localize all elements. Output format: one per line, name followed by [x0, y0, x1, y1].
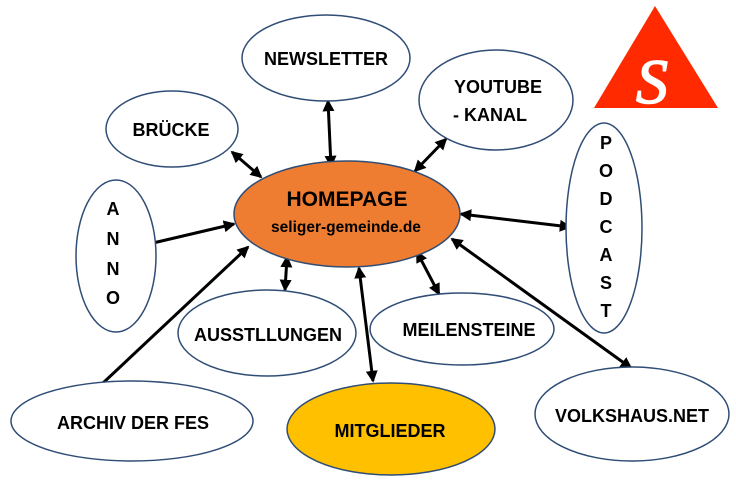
- node-ausstellungen: AUSSTLLUNGEN: [177, 289, 357, 377]
- node-ausstellungen-label: AUSSTLLUNGEN: [194, 325, 342, 345]
- connector-youtube: [413, 137, 448, 173]
- node-mitglieder: MITGLIEDER: [286, 382, 496, 476]
- hub-subtitle: seliger-gemeinde.de: [271, 219, 421, 236]
- connector-bruecke: [230, 150, 263, 179]
- connector-podcast: [459, 209, 572, 232]
- logo-letter: S: [636, 46, 668, 117]
- node-anno-letter: A: [107, 199, 120, 219]
- node-youtube: YOUTUBE - KANAL: [418, 49, 574, 151]
- node-newsletter: NEWSLETTER: [241, 14, 411, 102]
- hub-homepage: HOMEPAGE seliger-gemeinde.de: [233, 160, 461, 268]
- connector-anno: [152, 220, 236, 245]
- node-anno-letter: N: [107, 229, 120, 249]
- node-podcast: P O D C A S T: [565, 122, 643, 334]
- connectors: [101, 99, 633, 385]
- node-meilensteine-label: MEILENSTEINE: [402, 320, 535, 340]
- connector-ausstellungen: [279, 255, 293, 292]
- connector-archiv: [101, 245, 250, 385]
- node-podcast-letter: D: [600, 189, 613, 209]
- node-anno-letter: O: [106, 288, 120, 308]
- hub-title: HOMEPAGE: [287, 188, 408, 211]
- node-archiv: ARCHIV DER FES: [10, 380, 254, 462]
- node-bruecke: BRÜCKE: [105, 90, 239, 168]
- seliger-logo: S: [594, 6, 718, 118]
- node-podcast-letter: A: [600, 245, 613, 265]
- node-anno: A N N O: [75, 179, 157, 333]
- node-volkshaus-label: VOLKSHAUS.NET: [555, 406, 709, 426]
- node-podcast-letter: S: [600, 273, 612, 293]
- node-podcast-letter: T: [601, 301, 612, 321]
- connector-meilensteine: [415, 250, 441, 296]
- node-bruecke-label: BRÜCKE: [132, 120, 209, 140]
- connector-newsletter: [322, 99, 337, 168]
- node-podcast-letter: P: [600, 133, 612, 153]
- node-newsletter-label: NEWSLETTER: [264, 49, 388, 69]
- node-podcast-letter: O: [599, 161, 613, 181]
- node-archiv-label: ARCHIV DER FES: [57, 413, 209, 433]
- connector-volkshaus: [450, 237, 633, 370]
- node-youtube-line2: - KANAL: [453, 105, 527, 125]
- node-podcast-letter: C: [600, 217, 613, 237]
- node-youtube-line1: YOUTUBE: [454, 77, 542, 97]
- connector-mitglieder: [354, 266, 378, 383]
- node-anno-letter: N: [107, 259, 120, 279]
- node-volkshaus: VOLKSHAUS.NET: [534, 366, 730, 462]
- node-meilensteine: MEILENSTEINE: [369, 292, 555, 366]
- node-mitglieder-label: MITGLIEDER: [335, 421, 446, 441]
